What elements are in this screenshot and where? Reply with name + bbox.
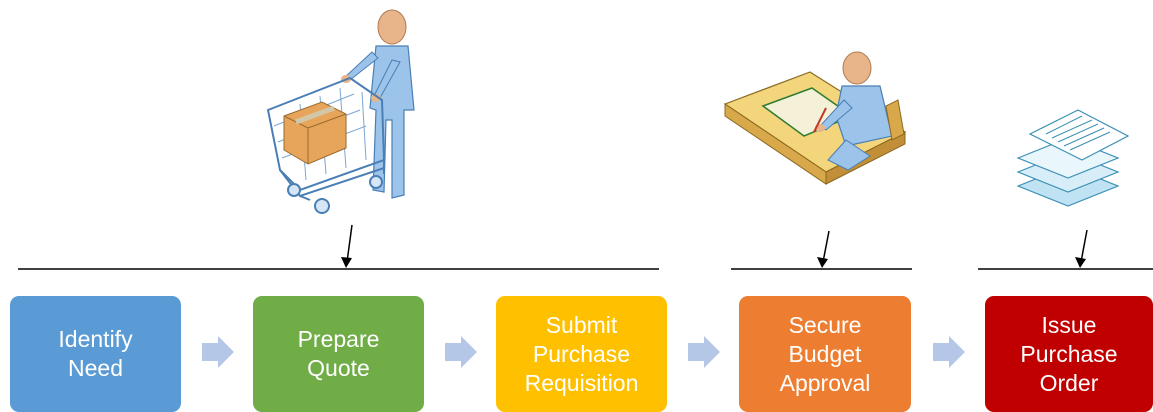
pointer-arrow-2	[817, 230, 830, 268]
pointer-arrow-1	[341, 224, 353, 268]
connector-arrow-3	[688, 336, 720, 368]
connector-arrow-4	[933, 336, 965, 368]
step-label: Submit Purchase Requisition	[524, 311, 639, 396]
shopping-cart-person-icon	[266, 9, 415, 214]
step-prepare-quote: Prepare Quote	[253, 296, 424, 412]
step-label: Prepare Quote	[297, 326, 380, 381]
person-at-desk-icon	[723, 51, 907, 185]
document-stack-icon	[1016, 109, 1130, 207]
connector-arrow-1	[202, 336, 234, 368]
step-identify-need: Identify Need	[10, 296, 181, 412]
step-label: Issue Purchase Order	[1020, 311, 1118, 396]
step-label: Secure Budget Approval	[779, 311, 871, 396]
pointer-arrow-3	[1075, 229, 1088, 268]
step-secure-budget-approval: Secure Budget Approval	[739, 296, 911, 412]
connector-arrow-2	[445, 336, 477, 368]
step-submit-purchase-requisition: Submit Purchase Requisition	[496, 296, 667, 412]
step-issue-purchase-order: Issue Purchase Order	[985, 296, 1153, 412]
step-label: Identify Need	[58, 326, 133, 381]
